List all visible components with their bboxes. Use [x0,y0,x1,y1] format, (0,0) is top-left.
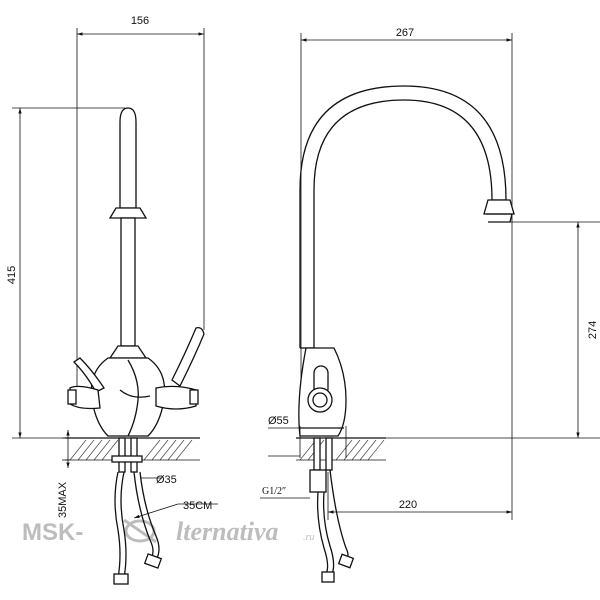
watermark-suffix: .ru [303,532,314,543]
hose-left [114,471,121,579]
reach-dimension-label: 267 [396,27,414,39]
inlet-thread-label: G1/2″ [262,486,286,497]
column-ring [108,345,148,359]
mounting-stud-right [130,437,138,473]
hose-length-label: 35CM [183,500,212,512]
side-hose [316,491,329,575]
base-diameter-label: Ø55 [268,415,289,427]
hose-right [133,471,154,561]
hose-fitting-left [113,573,129,585]
offset-dimension-label: 220 [399,499,417,511]
aerator [483,199,515,215]
right-handle[interactable] [171,326,205,387]
mounting-stud-left [118,437,126,473]
side-countertop-hatch [299,439,385,461]
left-handle[interactable] [72,357,105,393]
watermark-brand-left: MSK- [22,519,83,546]
max-thickness-label: 35MAX [57,481,69,518]
spout-collar [108,207,148,219]
right-view: 267 274 Ø55 [260,27,600,583]
watermark-brand-right: lternativa [176,517,279,546]
right-valve-cap [155,385,197,410]
left-valve-cap [69,385,101,410]
spout-tube [119,107,137,209]
spout-height-dimension-label: 274 [587,321,599,339]
hose-fitting-right [143,553,163,569]
thread-diameter-label: Ø35 [156,474,177,486]
countertop-hatch [69,439,193,461]
height-dimension-label: 415 [6,266,18,284]
watermark: MSK- lternativa .ru [22,517,314,546]
gooseneck-spout [299,85,507,348]
thread-connector [309,469,327,493]
side-valve-inner [312,392,328,408]
faucet-column [120,217,136,347]
width-dimension-label: 156 [131,15,149,27]
left-view: 156 415 [6,15,218,585]
faucet-body [90,357,166,437]
